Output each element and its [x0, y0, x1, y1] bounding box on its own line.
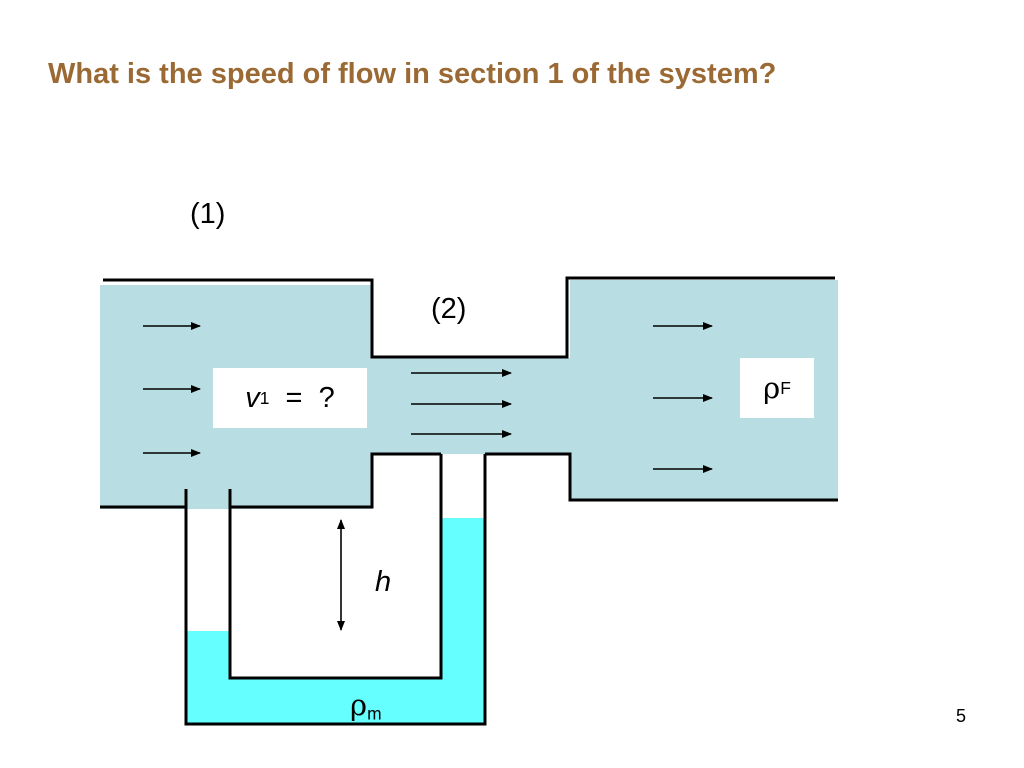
- page-number: 5: [955, 706, 966, 726]
- velocity-subscript: 1: [259, 387, 270, 408]
- section-1-label: (1): [190, 198, 226, 230]
- fluid-density-subscript: F: [780, 377, 791, 398]
- manometer-fluid-bottom: [186, 678, 485, 724]
- fluid-density-symbol: ρ: [763, 371, 781, 405]
- height-label: h: [375, 566, 392, 598]
- velocity-equals-unknown: = ?: [269, 381, 335, 414]
- manometer-fluid-right: [441, 518, 485, 678]
- manometer-density-subscript: m: [367, 703, 382, 724]
- manometer-density-label: ρm: [350, 688, 382, 724]
- pipe-walls: [100, 276, 838, 726]
- section-2-fluid: [372, 358, 570, 454]
- flow-arrows: [143, 322, 713, 631]
- velocity-variable: v: [245, 381, 260, 414]
- section-2-label: (2): [431, 293, 467, 325]
- slide-title: What is the speed of flow in section 1 o…: [48, 58, 777, 90]
- manometer-density-symbol: ρ: [350, 688, 368, 722]
- manometer-fluid-left: [186, 631, 230, 678]
